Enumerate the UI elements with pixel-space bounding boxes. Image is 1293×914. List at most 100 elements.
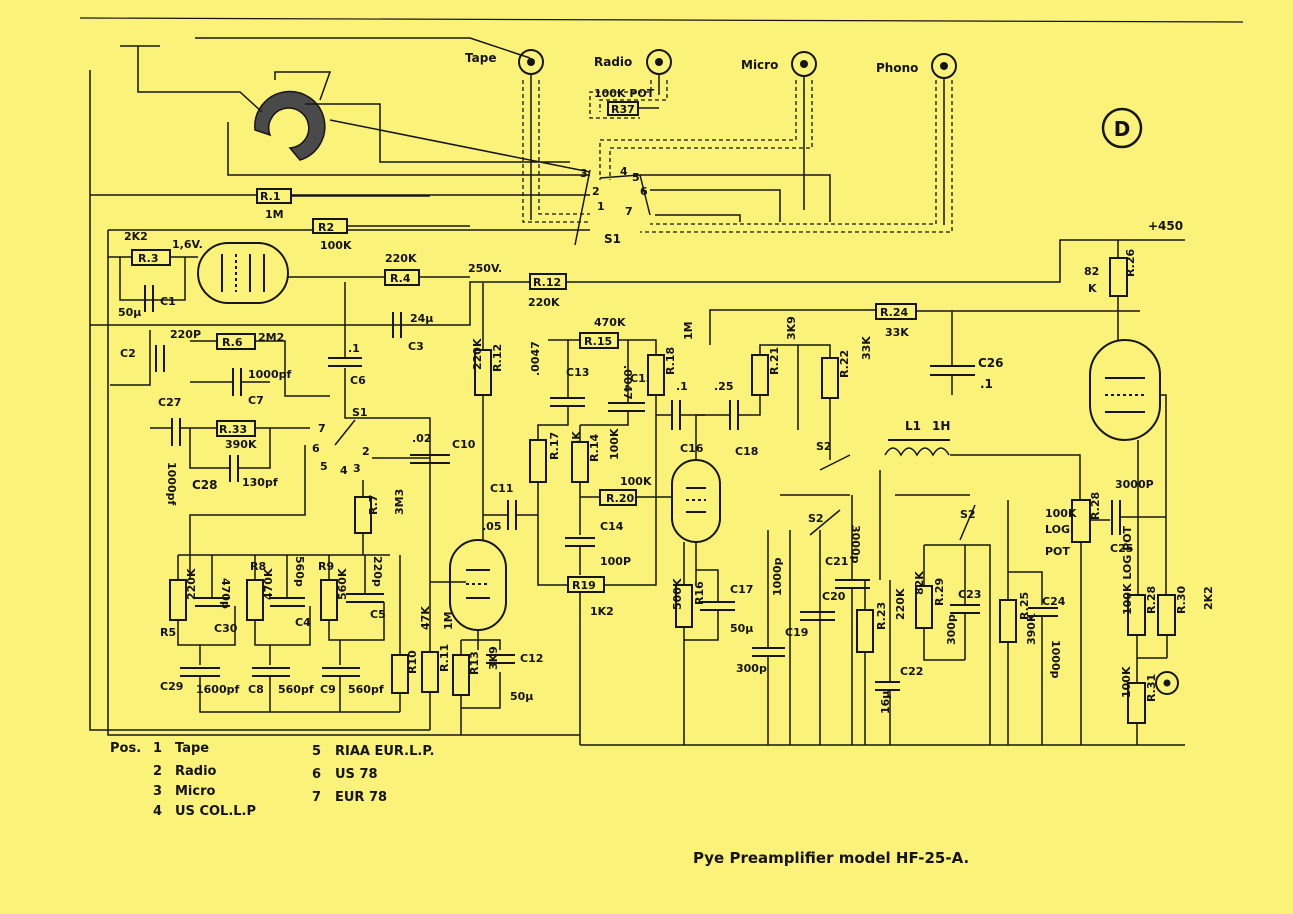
resistor-r7: R.7 3M3 bbox=[354, 480, 406, 555]
svg-text:1H: 1H bbox=[932, 419, 950, 433]
svg-text:C2: C2 bbox=[120, 347, 136, 360]
svg-text:R.15: R.15 bbox=[584, 335, 612, 348]
switch-s2: S2 S2 S2 bbox=[780, 440, 976, 745]
svg-text:R2: R2 bbox=[318, 221, 334, 234]
svg-text:R.7: R.7 bbox=[367, 494, 380, 515]
svg-text:Tape: Tape bbox=[465, 51, 496, 65]
resistor-r21: R16 500K bbox=[671, 578, 706, 628]
svg-text:560K: 560K bbox=[336, 568, 349, 600]
svg-text:R.33: R.33 bbox=[219, 423, 247, 436]
svg-text:.0047: .0047 bbox=[529, 341, 542, 376]
svg-text:2: 2 bbox=[153, 764, 162, 779]
capacitor-c18: .25 C18 bbox=[714, 380, 761, 458]
capacitor-c29: C29 1600pf bbox=[160, 667, 239, 696]
position-legend: Pos. 1 Tape 2 Radio 3 Micro 4 US COL.L.P… bbox=[110, 741, 434, 819]
svg-text:2K2: 2K2 bbox=[1202, 586, 1215, 610]
resistor-r18: R.15 470K bbox=[548, 316, 640, 349]
svg-text:R.28: R.28 bbox=[1089, 492, 1102, 520]
capacitor-c30: 470p C30 bbox=[195, 578, 238, 635]
svg-text:3: 3 bbox=[153, 784, 162, 799]
svg-text:.1: .1 bbox=[676, 380, 688, 393]
resistor-r9: 560K R9 bbox=[318, 560, 349, 621]
svg-text:.1: .1 bbox=[980, 377, 993, 391]
valve-v3 bbox=[671, 414, 721, 745]
eq-network-wiring bbox=[177, 554, 390, 665]
resistor-r10: R10 47K bbox=[391, 555, 432, 712]
svg-text:.05: .05 bbox=[482, 520, 502, 533]
svg-text:Radio: Radio bbox=[594, 55, 632, 69]
svg-text:C27: C27 bbox=[158, 396, 181, 409]
svg-text:3000p: 3000p bbox=[849, 525, 862, 564]
resistor-r13: R13 3K9 bbox=[452, 639, 501, 735]
svg-text:3M3: 3M3 bbox=[393, 489, 406, 515]
svg-text:C21: C21 bbox=[825, 555, 848, 568]
svg-text:C3: C3 bbox=[408, 340, 424, 353]
svg-text:R.20: R.20 bbox=[606, 492, 635, 505]
svg-text:R.21: R.21 bbox=[768, 347, 781, 375]
svg-text:1M: 1M bbox=[442, 611, 455, 630]
capacitor-c4: 560p C4 bbox=[270, 556, 311, 629]
svg-text:100K: 100K bbox=[1120, 666, 1133, 698]
svg-text:US COL.L.P: US COL.L.P bbox=[175, 804, 256, 819]
resistor-r20: R.18 1M bbox=[640, 321, 695, 415]
svg-text:560p: 560p bbox=[293, 556, 306, 587]
svg-text:5: 5 bbox=[632, 171, 640, 184]
capacitor-c11: C11 .05 bbox=[482, 482, 538, 533]
capacitor-c20: C20 1000p bbox=[771, 557, 846, 621]
svg-text:C25: C25 bbox=[1110, 542, 1133, 555]
valve-v1: 1,6V. bbox=[172, 238, 289, 304]
capacitor-c24: C23 300p bbox=[924, 544, 991, 745]
supply-label: +450 bbox=[1148, 219, 1183, 233]
capacitor-c28: C28 130pf bbox=[189, 428, 278, 492]
jack-phono: Phono bbox=[876, 53, 957, 225]
svg-text:C13: C13 bbox=[566, 366, 589, 379]
svg-text:250V.: 250V. bbox=[468, 262, 502, 275]
svg-text:470K: 470K bbox=[594, 316, 626, 329]
rotary-wafer bbox=[120, 37, 591, 176]
svg-text:R.1: R.1 bbox=[260, 190, 281, 203]
svg-text:R10: R10 bbox=[406, 650, 419, 674]
screened-cables bbox=[522, 80, 953, 233]
svg-text:220K: 220K bbox=[894, 588, 907, 620]
resistor-r27: R.25 390K bbox=[999, 500, 1043, 745]
svg-text:220p: 220p bbox=[371, 556, 384, 587]
svg-text:S2: S2 bbox=[808, 512, 824, 525]
svg-text:220K: 220K bbox=[471, 338, 484, 370]
svg-text:C19: C19 bbox=[785, 626, 808, 639]
svg-text:.02: .02 bbox=[412, 432, 432, 445]
svg-text:R.3: R.3 bbox=[138, 252, 159, 265]
svg-text:3K9: 3K9 bbox=[487, 646, 500, 670]
svg-text:R.24: R.24 bbox=[880, 306, 909, 319]
svg-text:100K LOG POT: 100K LOG POT bbox=[1121, 525, 1134, 615]
capacitor-c3: 24μ C3 bbox=[392, 312, 433, 353]
svg-text:220K: 220K bbox=[528, 296, 560, 309]
resistor-r24: R.22 33K bbox=[797, 336, 873, 460]
capacitor-c26: C25 3000P bbox=[1110, 478, 1166, 555]
resistor-r4: R.4 220K 250V. bbox=[288, 252, 502, 286]
capacitor-c16: .1 C16 bbox=[656, 380, 730, 455]
svg-text:R37: R37 bbox=[611, 103, 635, 116]
sheet-marker: D bbox=[1101, 107, 1143, 149]
svg-text:50μ: 50μ bbox=[510, 690, 533, 703]
svg-text:560pf: 560pf bbox=[278, 683, 314, 696]
resistor-r30: R.28 100K LOG POT bbox=[1121, 525, 1158, 636]
svg-text:560pf: 560pf bbox=[348, 683, 384, 696]
svg-text:R9: R9 bbox=[318, 560, 334, 573]
svg-text:S2: S2 bbox=[816, 440, 832, 453]
svg-text:R.31: R.31 bbox=[1145, 674, 1158, 702]
svg-text:C6: C6 bbox=[350, 374, 366, 387]
svg-text:S1: S1 bbox=[352, 406, 368, 419]
svg-text:100P: 100P bbox=[600, 555, 631, 568]
svg-text:Micro: Micro bbox=[741, 58, 778, 72]
svg-text:R.4: R.4 bbox=[390, 272, 411, 285]
svg-text:100K POT: 100K POT bbox=[594, 87, 655, 100]
capacitor-c2: C2 220P bbox=[120, 328, 201, 372]
svg-text:L1: L1 bbox=[905, 419, 921, 433]
svg-text:R.11: R.11 bbox=[438, 644, 451, 672]
svg-text:220P: 220P bbox=[170, 328, 201, 341]
svg-text:C11: C11 bbox=[490, 482, 513, 495]
svg-text:470K: 470K bbox=[262, 568, 275, 600]
svg-text:7: 7 bbox=[318, 422, 326, 435]
svg-text:100K: 100K bbox=[608, 428, 621, 460]
input-jacks: Tape Radio Micro Phono bbox=[465, 49, 957, 225]
